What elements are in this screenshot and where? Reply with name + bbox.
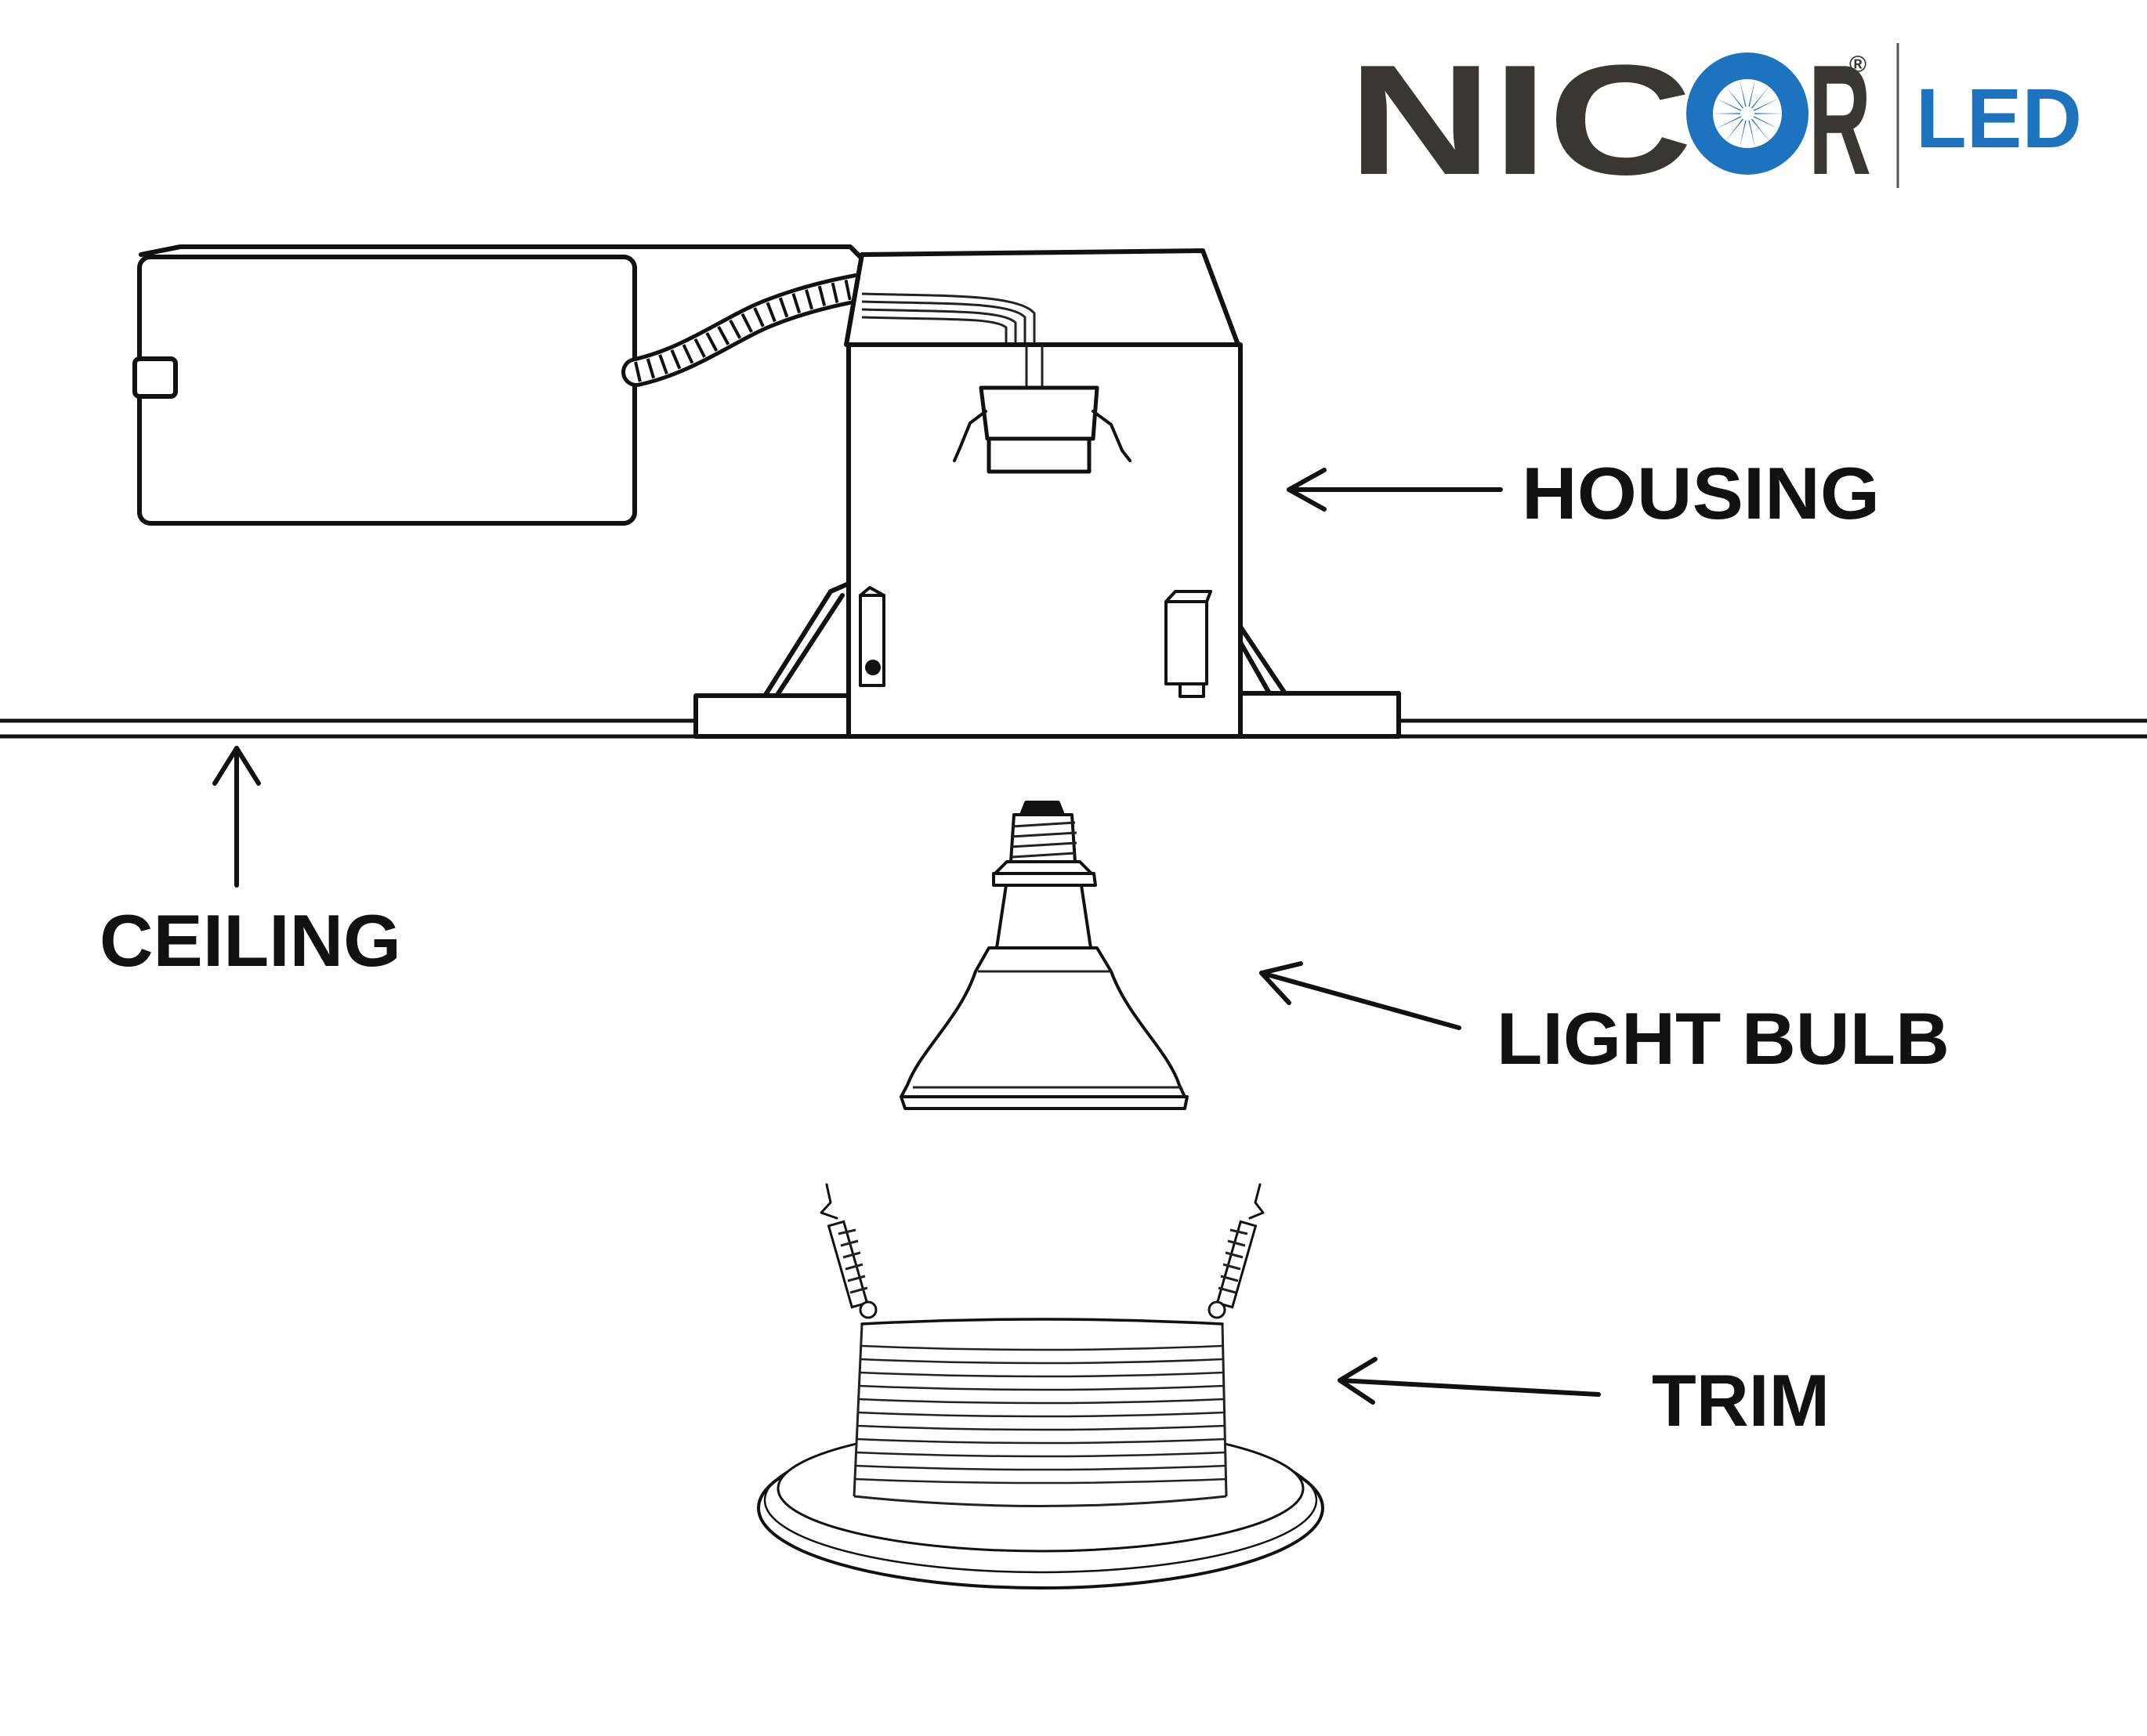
- registered-mark: ®: [1849, 52, 1866, 78]
- housing-label: HOUSING: [1522, 452, 1880, 534]
- ceiling-label: CEILING: [100, 899, 401, 982]
- torsion-spring-left: [820, 1183, 878, 1319]
- junction-box: [137, 255, 637, 526]
- housing-arrow: [1287, 468, 1503, 512]
- ceiling-line: [0, 718, 2147, 739]
- light-bulb-drawing: [900, 801, 1189, 1110]
- trim-drawing: [757, 1183, 1324, 1590]
- housing-drawing: [132, 244, 1401, 739]
- logo-brand-right: R: [1808, 33, 1871, 208]
- torsion-spring-right: [1207, 1183, 1265, 1319]
- logo-brand-left: NIC: [1348, 33, 1693, 208]
- logo-product-led: LED: [1916, 71, 2082, 165]
- trim-label: TRIM: [1652, 1359, 1830, 1441]
- light-bulb-arrow: [1259, 961, 1461, 1030]
- ceiling-arrow: [212, 746, 261, 888]
- light-bulb-label: LIGHT BULB: [1497, 997, 1950, 1080]
- starburst-o-icon: [1686, 52, 1808, 175]
- nicor-led-logo: NIC R ® LED: [1348, 33, 2082, 208]
- trim-arrow: [1338, 1357, 1601, 1405]
